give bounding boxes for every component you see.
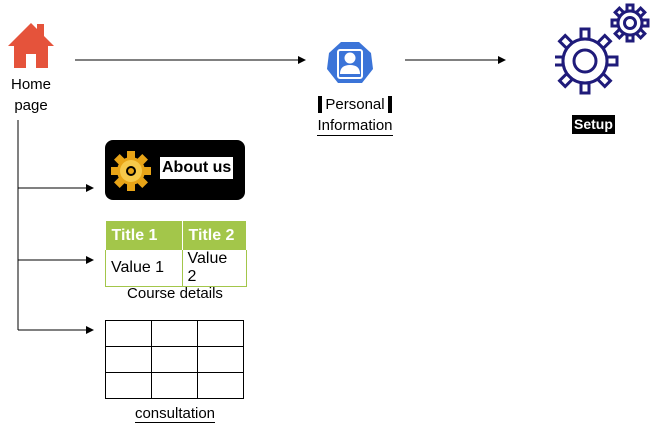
- course-value-cell: Value 1: [105, 250, 183, 287]
- setup-label: Setup: [572, 115, 615, 134]
- gears-icon: [555, 3, 650, 95]
- grid-cell: [151, 372, 198, 399]
- personal-label-line2: Information: [317, 117, 393, 136]
- grid-cell: [105, 372, 152, 399]
- grid-row: [105, 320, 244, 347]
- grid-row: [105, 372, 244, 399]
- about-us-label: About us: [160, 157, 234, 179]
- personal-information-label: Personal Information: [307, 94, 403, 136]
- grid-cell: [151, 346, 198, 373]
- consultation-label: consultation: [134, 405, 216, 423]
- course-value-row: Value 1 Value 2: [105, 250, 247, 287]
- course-details-label: Course details: [127, 285, 223, 302]
- grid-cell: [151, 320, 198, 347]
- course-header-cell: Title 2: [182, 221, 247, 250]
- course-header-row: Title 1 Title 2: [105, 221, 247, 250]
- consultation-label-wrap: consultation: [105, 404, 245, 424]
- personal-label-line1: Personal: [318, 96, 392, 113]
- grid-cell: [197, 372, 244, 399]
- home-icon: [8, 23, 54, 68]
- consultation-grid: [105, 320, 244, 399]
- grid-cell: [105, 346, 152, 373]
- course-value-cell: Value 2: [181, 250, 247, 287]
- grid-row: [105, 346, 244, 373]
- grid-cell: [105, 320, 152, 347]
- gear-icon: [111, 151, 151, 191]
- user-account-icon: [327, 42, 373, 83]
- course-table: Title 1 Title 2 Value 1 Value 2: [105, 221, 247, 287]
- course-header-cell: Title 1: [105, 221, 183, 250]
- home-label: Home page: [10, 76, 51, 114]
- grid-cell: [197, 320, 244, 347]
- grid-cell: [197, 346, 244, 373]
